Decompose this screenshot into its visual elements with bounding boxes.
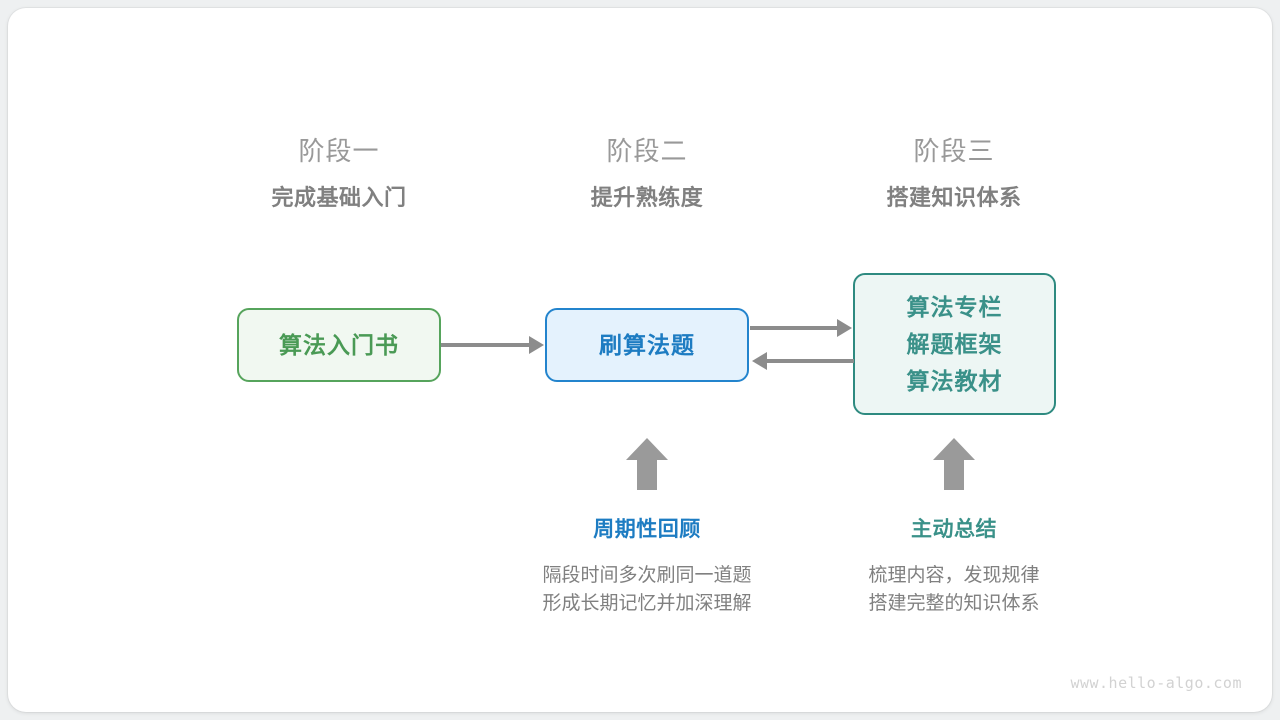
- stage-subtitle-3: 搭建知识体系: [886, 185, 1022, 210]
- node-practice-problems[interactable]: 刷算法题: [545, 308, 749, 382]
- stage-header-1: 阶段一 完成基础入门: [209, 134, 469, 214]
- node-knowledge-line-3: 算法教材: [906, 367, 1003, 394]
- note-active-summary-desc-line-1: 梳理内容，发现规律: [868, 565, 1040, 586]
- note-periodic-review-desc-line-1: 隔段时间多次刷同一道题: [542, 565, 752, 586]
- note-active-summary: 主动总结 梳理内容，发现规律 搭建完整的知识体系: [804, 516, 1104, 618]
- arrow-knowledge-to-practice-line: [766, 359, 854, 363]
- stage-header-3: 阶段三 搭建知识体系: [824, 134, 1084, 214]
- stage-subtitle-2: 提升熟练度: [590, 185, 704, 210]
- node-intro-book-label: 算法入门书: [279, 331, 399, 358]
- node-knowledge-resources[interactable]: 算法专栏 解题框架 算法教材: [853, 273, 1056, 415]
- note-periodic-review-desc-line-2: 形成长期记忆并加深理解: [542, 593, 752, 614]
- node-knowledge-line-2: 解题框架: [906, 330, 1003, 357]
- note-active-summary-desc: 梳理内容，发现规律 搭建完整的知识体系: [804, 562, 1104, 618]
- arrow-practice-to-knowledge-icon: [837, 319, 852, 337]
- stage-title-3: 阶段三: [913, 136, 995, 166]
- arrow-up-icon-summary: [933, 438, 975, 490]
- node-knowledge-line-1: 算法专栏: [906, 293, 1003, 320]
- note-active-summary-desc-line-2: 搭建完整的知识体系: [868, 593, 1040, 614]
- arrow-practice-to-knowledge-line: [750, 326, 838, 330]
- stage-subtitle-1: 完成基础入门: [271, 185, 407, 210]
- arrow-up-icon-review: [626, 438, 668, 490]
- diagram-card: 阶段一 完成基础入门 阶段二 提升熟练度 阶段三 搭建知识体系 算法入门书 刷算…: [8, 8, 1272, 712]
- stage-title-1: 阶段一: [298, 136, 380, 166]
- note-periodic-review: 周期性回顾 隔段时间多次刷同一道题 形成长期记忆并加深理解: [497, 516, 797, 618]
- node-practice-problems-label: 刷算法题: [599, 331, 695, 358]
- node-intro-book[interactable]: 算法入门书: [237, 308, 441, 382]
- arrow-knowledge-to-practice-icon: [752, 352, 767, 370]
- arrow-intro-to-practice-line: [441, 343, 531, 347]
- watermark: www.hello-algo.com: [1070, 674, 1242, 692]
- stage-title-2: 阶段二: [606, 136, 688, 166]
- note-periodic-review-desc: 隔段时间多次刷同一道题 形成长期记忆并加深理解: [497, 562, 797, 618]
- note-periodic-review-title: 周期性回顾: [593, 518, 701, 541]
- note-active-summary-title: 主动总结: [911, 518, 997, 541]
- stage-header-2: 阶段二 提升熟练度: [517, 134, 777, 214]
- arrow-intro-to-practice-icon: [529, 336, 544, 354]
